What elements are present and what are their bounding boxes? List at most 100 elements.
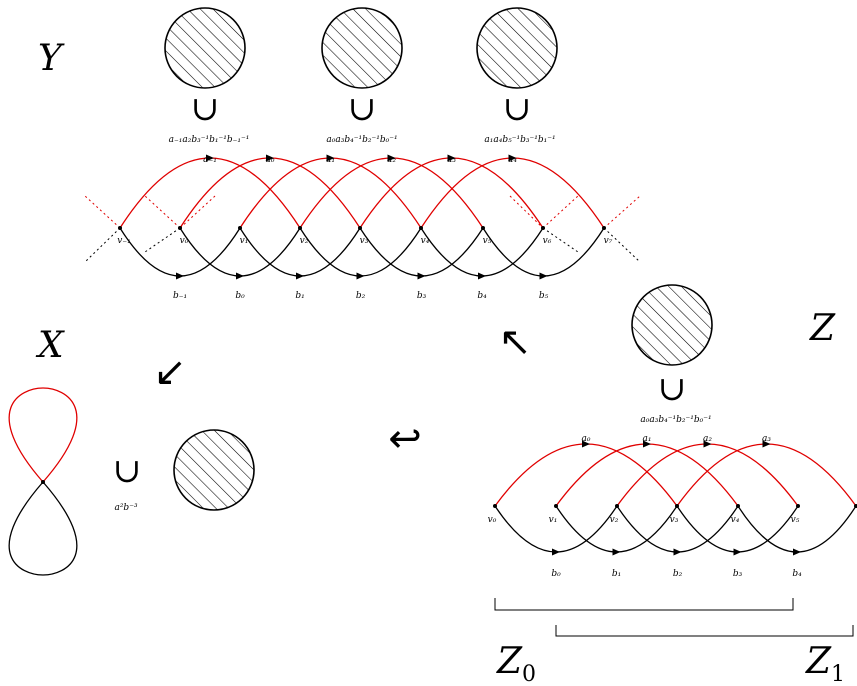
Y-disk-0 <box>164 7 246 89</box>
Y-dotted-left-black <box>84 227 121 263</box>
Y-a-edge-2 <box>239 157 422 229</box>
Z-vertex-3 <box>675 504 679 508</box>
Y-dotted-right-red-2 <box>542 195 579 229</box>
cup-symbol-Z: ∪ <box>658 369 687 409</box>
Y-a-edge-1 <box>179 157 361 229</box>
Y-dotted-left-black-2 <box>144 227 181 253</box>
Y-dotted-left-red-2 <box>144 195 181 229</box>
Z-vertex-label-5: v₅ <box>791 515 800 525</box>
Z-vertex-label-1: v₁ <box>549 515 558 525</box>
Y-a-edge-4 <box>359 157 544 229</box>
relator-label-X: a²b⁻³ <box>114 503 137 513</box>
Y-dotted-right-black-2 <box>542 227 579 253</box>
Y-a-edge-2-arrow <box>326 154 335 162</box>
Z-vertex-label-3: v₃ <box>670 515 679 525</box>
Y-b-edge-3-arrow <box>356 272 365 280</box>
Z-b-edge-2 <box>616 505 739 553</box>
Y-dotted-right-black <box>603 227 641 263</box>
space-label-Z: Z <box>809 308 836 349</box>
Y-a-label-3: a₂ <box>387 155 396 165</box>
Z-vertex-0 <box>493 504 497 508</box>
Z-b-edge-1-arrow <box>612 548 621 556</box>
Y-vertex-3 <box>298 226 302 230</box>
Y-vertex-5 <box>419 226 423 230</box>
Y-a-label-4: a₃ <box>447 155 456 165</box>
Z-a-label-1: a₁ <box>643 434 652 444</box>
relator-label-Y2: a₁a₄b₅⁻¹b₃⁻¹b₁⁻¹ <box>484 135 555 145</box>
Y-b-label-6: b₅ <box>539 291 549 301</box>
Z-a-edge-0 <box>494 443 678 507</box>
Y-a-label-1: a₀ <box>266 155 275 165</box>
Z-b-edge-1 <box>555 505 678 553</box>
Z-a-edge-2-arrow <box>703 440 712 448</box>
Z-vertex-1 <box>554 504 558 508</box>
Y-b-label-0: b₋₁ <box>173 291 187 301</box>
Z-a-edge-1-arrow <box>643 440 651 448</box>
Z-vertex-label-0: v₀ <box>488 515 497 525</box>
Z-b-edge-2-arrow <box>673 548 682 556</box>
Z-b-edge-3-arrow <box>733 548 742 556</box>
Z-vertex-5 <box>796 504 800 508</box>
Y-vertex-7 <box>541 226 545 230</box>
Z-vertex-6 <box>854 504 857 508</box>
Y-a-label-0: a₋₁ <box>203 155 217 165</box>
Z-a-edge-3-arrow <box>762 440 771 448</box>
Z-vertex-4 <box>736 504 740 508</box>
Y-vertex-label-7: v₆ <box>543 236 552 246</box>
Z-vertex-label-4: v₄ <box>731 515 740 525</box>
Y-b-edge-5-arrow <box>478 272 486 280</box>
Y-b-edge-0-arrow <box>176 272 184 280</box>
Y-a-edge-3-arrow <box>387 154 396 162</box>
Y-vertex-0 <box>118 226 122 230</box>
Z-b-edge-0-arrow <box>552 548 560 556</box>
Z-b-edge-4 <box>737 505 857 553</box>
Y-b-label-5: b₄ <box>477 291 487 301</box>
space-label-Z1: Z1 <box>805 641 845 686</box>
covering-map-Z-to-Y-icon: ↖ <box>498 319 532 365</box>
cup-symbol-Y1: ∪ <box>348 89 377 129</box>
Z-b-label-3: b₃ <box>733 569 743 579</box>
Z-b-edge-0 <box>494 505 618 553</box>
Z-a-edge-0-arrow <box>582 440 590 448</box>
Y-dotted-inner-red <box>179 195 216 229</box>
Z-a-label-2: a₂ <box>703 434 712 444</box>
Y-a-edge-4-arrow <box>447 154 456 162</box>
Z-a-label-3: a₃ <box>762 434 771 444</box>
Z-b-edge-3 <box>676 505 799 553</box>
Y-vertex-1 <box>178 226 182 230</box>
inclusion-map-Z-to-X-icon: ↩ <box>388 416 422 462</box>
cup-symbol-Y2: ∪ <box>503 89 532 129</box>
Y-vertex-label-5: v₄ <box>421 236 430 246</box>
Y-dotted-right-red <box>603 195 641 229</box>
space-label-Y: Y <box>38 38 65 79</box>
Y-a-label-2: a₁ <box>326 155 335 165</box>
Y-vertex-6 <box>481 226 485 230</box>
Y-a-label-5: a₄ <box>508 155 517 165</box>
Z-b-label-0: b₀ <box>551 569 561 579</box>
Y-b-edge-6-arrow <box>539 272 548 280</box>
Y-vertex-4 <box>358 226 362 230</box>
Y-a-edge-0 <box>119 157 301 229</box>
cup-symbol-X: ∪ <box>113 451 142 491</box>
Z-disk <box>631 284 713 366</box>
Y-disk-2 <box>476 7 558 89</box>
Y-dotted-left-red <box>84 195 121 229</box>
Y-a-edge-1-arrow <box>266 154 274 162</box>
Z-b-label-4: b₄ <box>792 569 802 579</box>
X-b-loop <box>8 481 78 576</box>
Z-a-label-0: a₀ <box>582 434 591 444</box>
relator-label-Y0: a₋₁a₂b₃⁻¹b₁⁻¹b₋₁⁻¹ <box>169 135 250 145</box>
X-disk <box>173 429 255 511</box>
Y-vertex-8 <box>602 226 606 230</box>
Z-b-label-1: b₁ <box>612 569 621 579</box>
X-vertex <box>41 480 45 484</box>
Y-vertex-label-4: v₃ <box>360 236 369 246</box>
Z-a-edge-3 <box>676 443 857 507</box>
bracket-Z1 <box>555 625 854 637</box>
Y-vertex-2 <box>238 226 242 230</box>
Y-dotted-inner-red-r <box>509 195 544 229</box>
Y-b-label-2: b₁ <box>295 291 304 301</box>
Y-b-edge-4-arrow <box>417 272 426 280</box>
relator-label-Y1: a₀a₃b₄⁻¹b₂⁻¹b₀⁻¹ <box>326 135 397 145</box>
